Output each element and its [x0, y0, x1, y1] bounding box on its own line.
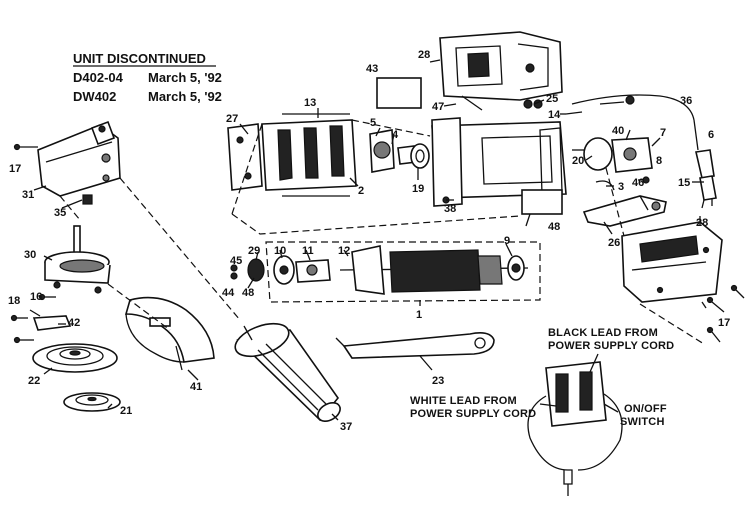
callout-12: 12 [338, 245, 350, 257]
callout-43: 43 [366, 63, 378, 75]
callout-16: 16 [30, 291, 42, 303]
callout-28-top: 28 [418, 49, 430, 61]
label-plate-48 [521, 189, 563, 215]
callout-18: 18 [8, 295, 20, 307]
callout-14: 14 [548, 109, 561, 121]
side-handle [234, 322, 341, 422]
switch-lever [582, 195, 667, 227]
black-lead-line-1: BLACK LEAD FROM [548, 327, 658, 339]
part-35 [82, 194, 93, 205]
rear-cover [621, 221, 723, 303]
switch-line-1: ON/OFF [624, 403, 667, 415]
callout-36: 36 [680, 95, 692, 107]
callout-labels: 13 27 5 4 2 19 38 43 28 47 25 14 40 7 20… [8, 49, 730, 433]
leader-lines [29, 59, 707, 421]
callout-40: 40 [612, 125, 624, 137]
bearing-19 [410, 143, 430, 169]
armature-assembly [230, 245, 529, 295]
callout-5: 5 [370, 117, 376, 129]
callout-21: 21 [120, 405, 132, 417]
notice-date-2: March 5, '92 [148, 89, 222, 104]
callout-38: 38 [444, 203, 456, 215]
gear-case [13, 120, 121, 197]
wiring-notes: BLACK LEAD FROM POWER SUPPLY CORD WHITE … [410, 327, 674, 428]
black-lead-line-2: POWER SUPPLY CORD [548, 340, 674, 352]
white-lead-line-2: POWER SUPPLY CORD [410, 408, 536, 420]
motor-housing [431, 117, 567, 207]
callout-35: 35 [54, 207, 66, 219]
screws-right [706, 284, 745, 343]
wiring-diagram [527, 353, 623, 496]
callout-9: 9 [504, 235, 510, 247]
callout-30: 30 [24, 249, 36, 261]
callout-8: 8 [656, 155, 662, 167]
callout-11: 11 [302, 245, 314, 257]
callout-10: 10 [274, 245, 286, 257]
callout-4: 4 [392, 129, 399, 141]
power-cord [571, 94, 717, 209]
spanner-wrench [335, 332, 495, 359]
callout-7: 7 [660, 127, 666, 139]
callout-17-left: 17 [9, 163, 21, 175]
notice-heading: UNIT DISCONTINUED [73, 51, 206, 66]
callout-46-left: 48 [242, 287, 254, 299]
callout-1: 1 [416, 309, 422, 321]
discontinued-notice: UNIT DISCONTINUED D402-04 March 5, '92 D… [73, 51, 222, 104]
callout-25: 25 [546, 93, 558, 105]
label-plate-43 [376, 77, 422, 109]
callout-37: 37 [340, 421, 352, 433]
rear-housing-top [439, 31, 563, 111]
wheel-stack [32, 315, 121, 412]
field-assembly [227, 113, 417, 197]
callout-45: 45 [230, 255, 242, 267]
callout-15: 15 [678, 177, 690, 189]
callout-17-right: 17 [718, 317, 730, 329]
switch-line-2: SWITCH [620, 416, 665, 428]
callout-22: 22 [28, 375, 40, 387]
callout-31: 31 [22, 189, 34, 201]
callout-42: 42 [68, 317, 80, 329]
assembly-dash-lines [59, 119, 705, 345]
spindle-assembly [44, 225, 111, 294]
callout-20: 20 [572, 155, 584, 167]
callout-19: 19 [412, 183, 424, 195]
callout-47: 47 [432, 101, 444, 113]
notice-date-1: March 5, '92 [148, 70, 222, 85]
small-parts-25 [523, 99, 583, 115]
callout-26: 26 [608, 237, 620, 249]
wheel-guard [124, 296, 215, 371]
callout-28-right: 28 [696, 217, 708, 229]
callout-6: 6 [708, 129, 714, 141]
callout-27: 27 [226, 113, 238, 125]
callout-13: 13 [304, 97, 316, 109]
callout-23: 23 [432, 375, 444, 387]
screws-left [10, 293, 56, 344]
callout-2: 2 [358, 185, 364, 197]
callout-3: 3 [618, 181, 624, 193]
callout-48-right: 48 [548, 221, 560, 233]
callout-29: 29 [248, 245, 260, 257]
notice-model-2: DW402 [73, 89, 116, 104]
callout-44: 44 [222, 287, 235, 299]
switch-parts [572, 137, 653, 191]
notice-model-1: D402-04 [73, 70, 124, 85]
callout-46: 46 [632, 177, 644, 189]
callout-41: 41 [190, 381, 202, 393]
white-lead-line-1: WHITE LEAD FROM [410, 395, 517, 407]
